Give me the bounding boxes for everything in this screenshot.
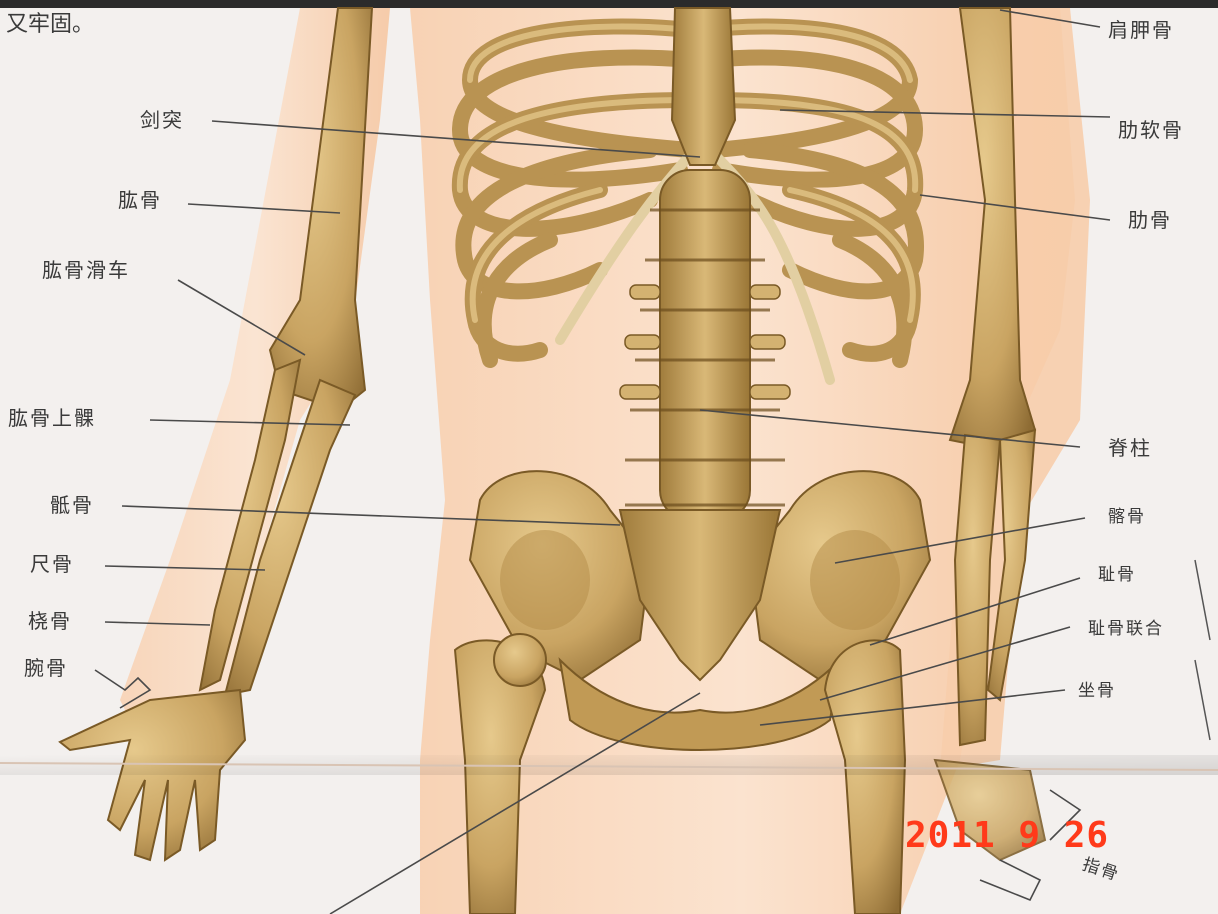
label-gonggu-shangke: 肱骨上髁 [8,406,96,430]
corner-text: 又牢固。 [6,6,94,38]
label-jizhu: 脊柱 [1108,436,1152,460]
camera-date-stamp: 2011 9 26 [905,815,1109,856]
label-jiantu: 剑突 [140,108,184,132]
label-gonggu: 肱骨 [118,188,162,212]
label-leiruangu: 肋软骨 [1118,118,1184,142]
label-leigu: 肋骨 [1128,208,1172,232]
label-wangu: 腕骨 [24,656,68,680]
label-qiagu: 髂骨 [1108,505,1146,529]
label-zuogu: 坐骨 [1078,679,1116,703]
label-gonggu-huache: 肱骨滑车 [42,258,130,282]
label-chigu-lianhe: 耻骨联合 [1088,617,1164,641]
sternum [672,8,735,165]
top-edge [0,0,1218,8]
label-jianjiagu: 肩胛骨 [1108,18,1174,42]
label-raogu: 桡骨 [28,609,72,633]
label-chigu-pubis: 耻骨 [1098,563,1136,587]
label-digu: 骶骨 [50,493,94,517]
label-chigu: 尺骨 [30,552,74,576]
